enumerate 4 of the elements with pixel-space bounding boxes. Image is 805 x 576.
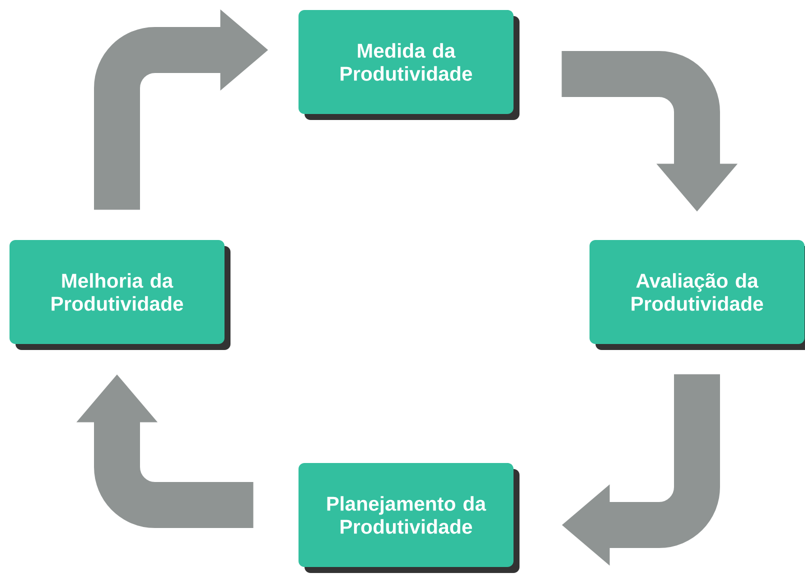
process-box: Avaliação da Produtividade [590, 240, 805, 350]
process-box: Medida da Produtividade [298, 10, 520, 120]
process-box: Melhoria da Produtividade [10, 240, 230, 350]
process-box: Planejamento da Produtividade [298, 463, 520, 573]
